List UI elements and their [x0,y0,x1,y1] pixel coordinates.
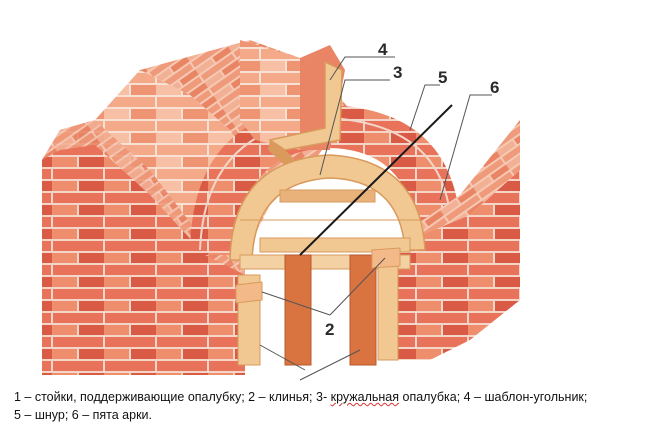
caption-part-1: 1 – стойки, поддерживающие опалубку; 2 –… [14,390,331,404]
caption-line-2: 5 – шнур; 6 – пята арки. [14,408,153,422]
label-3: 3 [393,63,402,82]
label-2: 2 [325,320,334,339]
figure-caption: 1 – стойки, поддерживающие опалубку; 2 –… [14,388,639,424]
right-wall [390,120,520,360]
cord-line [299,104,453,256]
label-5: 5 [438,68,447,87]
label-4: 4 [378,40,388,59]
leader-lines [259,56,492,381]
caption-line-1: 1 – стойки, поддерживающие опалубку; 2 –… [14,388,639,406]
caption-underlined-word: кружальная [330,390,400,404]
label-6: 6 [490,78,499,97]
support-posts [235,247,401,366]
arch-construction-diagram: 4 3 5 6 2 [42,40,520,381]
caption-part-2: опалубка; 4 – шаблон-угольник; [399,390,588,404]
